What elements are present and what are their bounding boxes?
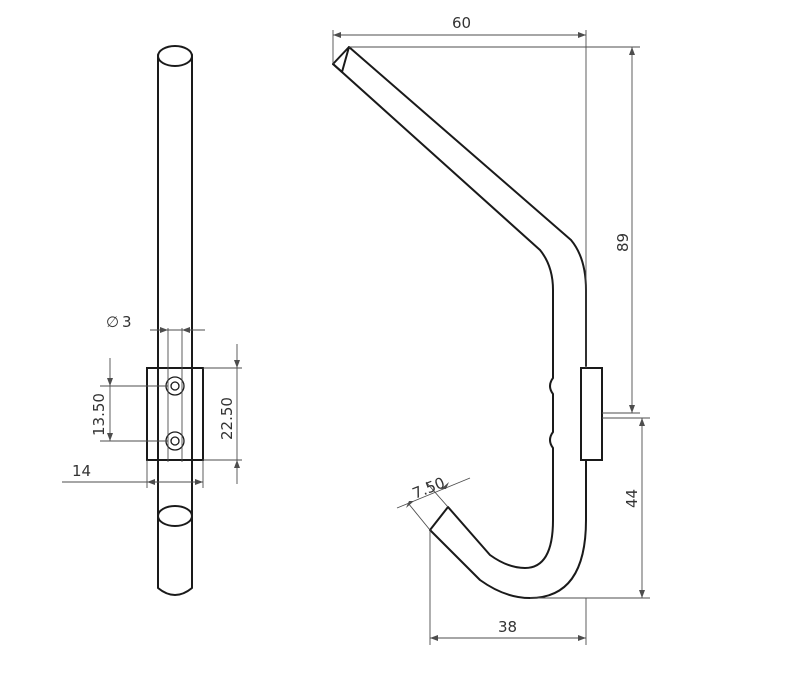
upper-height-dimension: 89 bbox=[349, 46, 640, 414]
hole-spacing-dimension: 13.50 bbox=[90, 358, 168, 442]
tip-width-label: 7.50 bbox=[410, 474, 448, 503]
rod-bottom-end bbox=[157, 505, 193, 527]
plate-height-dimension: 22.50 bbox=[203, 344, 242, 484]
hook-width-label: 38 bbox=[498, 618, 517, 636]
tip-width-dimension: 7.50 bbox=[396, 474, 471, 531]
overall-width-dimension: 60 bbox=[332, 14, 587, 368]
side-view bbox=[332, 46, 603, 599]
lower-screw-hole-inner bbox=[170, 436, 180, 446]
overall-width-label: 60 bbox=[452, 14, 471, 32]
upper-height-label: 89 bbox=[614, 233, 632, 252]
plate-width-label: 14 bbox=[72, 462, 91, 480]
diameter-dimension: ∅ 3 bbox=[106, 313, 205, 333]
plate-width-dimension: 14 bbox=[62, 460, 204, 488]
upper-screw-hole-inner bbox=[170, 381, 180, 391]
hole-spacing-label: 13.50 bbox=[90, 393, 108, 436]
front-rod bbox=[157, 54, 193, 596]
diameter-label: 3 bbox=[122, 313, 132, 331]
lower-height-label: 44 bbox=[623, 489, 641, 508]
upper-tip bbox=[332, 46, 350, 73]
hook-width-dimension: 38 bbox=[429, 530, 587, 645]
lower-height-dimension: 44 bbox=[530, 417, 650, 599]
hook-rod-outer bbox=[332, 46, 587, 599]
hook-rod-inner bbox=[332, 63, 554, 569]
side-mounting-plate bbox=[580, 367, 603, 461]
plate-height-label: 22.50 bbox=[218, 397, 236, 440]
diameter-symbol: ∅ bbox=[106, 313, 119, 331]
front-view bbox=[146, 45, 204, 596]
rod-top-end bbox=[157, 45, 193, 67]
